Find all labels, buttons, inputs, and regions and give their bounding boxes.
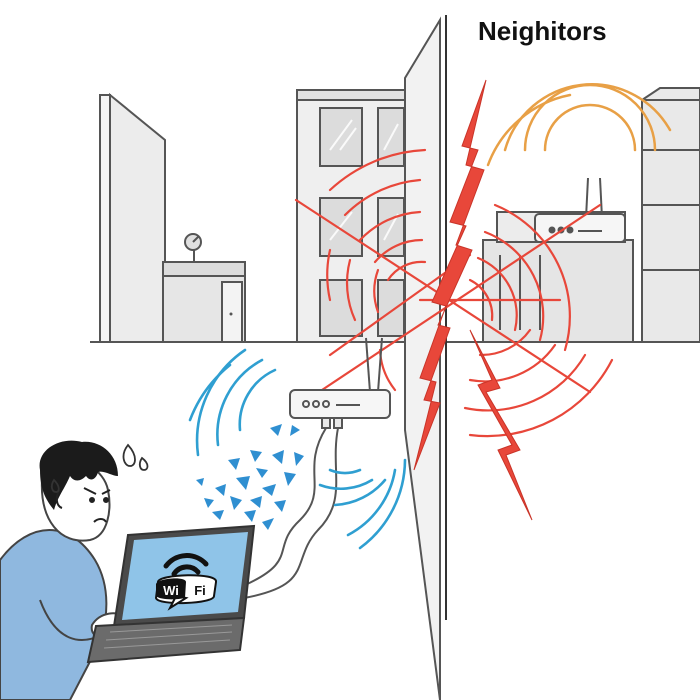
person-shirt bbox=[0, 529, 108, 700]
wall-slab bbox=[404, 16, 441, 700]
apartment-windows bbox=[319, 107, 405, 337]
laptop: Wi Fi bbox=[86, 524, 256, 664]
sweat-drop-icon bbox=[50, 443, 149, 493]
building-left bbox=[99, 92, 166, 343]
router-cables bbox=[243, 427, 339, 599]
wifi-badge: Wi Fi bbox=[154, 574, 218, 611]
wifi-badge-left-text: Wi bbox=[163, 583, 179, 598]
lightning-bolt-icon bbox=[413, 79, 533, 521]
neighbor-signal-arcs bbox=[486, 83, 672, 167]
person bbox=[0, 440, 168, 700]
satellite-dish-icon bbox=[184, 233, 202, 262]
own-signal-arcs bbox=[188, 348, 407, 550]
shed bbox=[162, 261, 246, 343]
wifi-badge-right-text: Fi bbox=[194, 583, 206, 598]
page-title: Neighitors bbox=[478, 16, 607, 46]
laptop-keyboard bbox=[103, 624, 233, 649]
interference-arcs bbox=[326, 148, 614, 438]
router-icon bbox=[534, 177, 626, 243]
person-face bbox=[55, 487, 111, 523]
laptop-base bbox=[86, 616, 246, 664]
packet-fragments bbox=[196, 424, 304, 530]
building-right bbox=[641, 87, 700, 343]
own-router bbox=[289, 337, 391, 429]
apartment-building bbox=[296, 89, 408, 343]
